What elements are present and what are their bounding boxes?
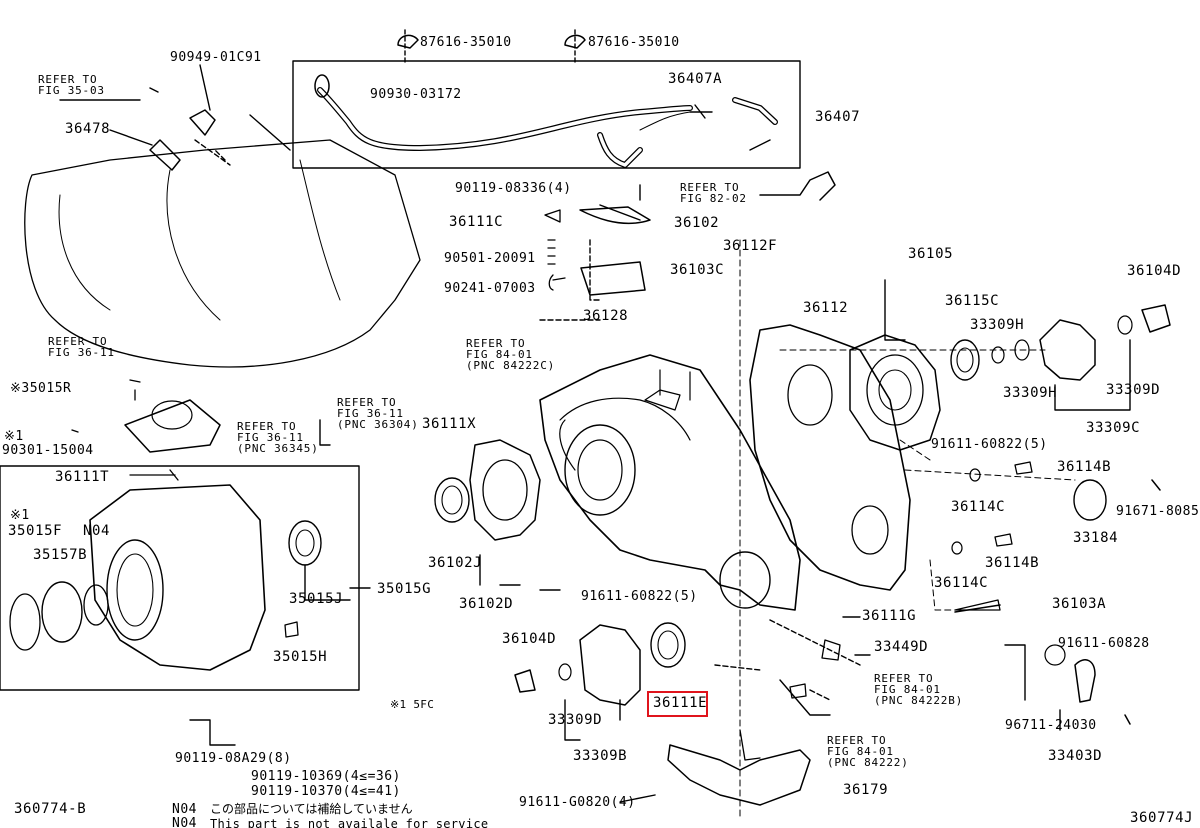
part-label[interactable]: 33449D bbox=[874, 639, 929, 655]
part-label[interactable]: 90119-08A29(8) bbox=[175, 751, 292, 766]
part-label[interactable]: 36111E bbox=[653, 695, 708, 711]
part-label[interactable]: 36112F bbox=[723, 238, 778, 254]
part-label[interactable]: 36103A bbox=[1052, 596, 1107, 612]
note-code: N04 bbox=[172, 816, 197, 828]
front-adapter bbox=[469, 439, 541, 541]
part-label[interactable]: 35157B bbox=[33, 547, 88, 563]
figure-reference[interactable]: REFER TO FIG 36-11 (PNC 36304) bbox=[337, 396, 419, 431]
part-label[interactable]: 91611-60822(5) bbox=[931, 437, 1048, 452]
part-label[interactable]: 36128 bbox=[583, 308, 629, 324]
part-label[interactable]: 90119-10370(4≤=41) bbox=[251, 784, 401, 799]
part-label[interactable]: 36102J bbox=[428, 555, 483, 571]
part-label[interactable]: 87616-35010 bbox=[588, 35, 680, 50]
part-label[interactable]: 91611-60822(5) bbox=[581, 589, 698, 604]
part-label[interactable]: 36114C bbox=[951, 499, 1006, 515]
figure-number: 360774-B bbox=[14, 801, 87, 817]
part-label[interactable]: 90949-01C91 bbox=[170, 50, 262, 65]
part-label[interactable]: 36104D bbox=[1127, 263, 1182, 279]
part-label[interactable]: ※1 5FC bbox=[390, 698, 435, 711]
part-label[interactable]: 35015J bbox=[289, 591, 344, 607]
part-label[interactable]: 90119-08336(4) bbox=[455, 181, 572, 196]
part-label[interactable]: 35015G bbox=[377, 581, 432, 597]
part-label[interactable]: 36407 bbox=[815, 109, 861, 125]
companion-flange-front bbox=[579, 624, 641, 706]
part-label[interactable]: 36407A bbox=[668, 71, 723, 87]
figure-reference[interactable]: REFER TO FIG 84-01 (PNC 84222C) bbox=[466, 337, 556, 372]
part-label[interactable]: 35015F bbox=[8, 523, 63, 539]
part-label[interactable]: 90301-15004 bbox=[2, 443, 94, 458]
companion-flange-rear bbox=[1039, 319, 1096, 381]
part-label[interactable]: 36478 bbox=[65, 121, 111, 137]
cover-plate-36105 bbox=[849, 334, 941, 451]
extension-housing-box bbox=[0, 465, 360, 691]
part-label[interactable]: 36102D bbox=[459, 596, 514, 612]
part-label[interactable]: 36115C bbox=[945, 293, 1000, 309]
part-label[interactable]: ※1 bbox=[4, 429, 24, 444]
part-label[interactable]: 36111C bbox=[449, 214, 504, 230]
part-label[interactable]: 36105 bbox=[908, 246, 954, 262]
retainer-36304 bbox=[124, 399, 221, 453]
part-label[interactable]: 36111T bbox=[55, 469, 110, 485]
figure-reference[interactable]: REFER TO FIG 84-01 (PNC 84222B) bbox=[874, 672, 964, 707]
figure-reference[interactable]: REFER TO FIG 35-03 bbox=[38, 73, 105, 97]
part-label[interactable]: 33309C bbox=[1086, 420, 1141, 436]
part-label[interactable]: 90119-10369(4≤=36) bbox=[251, 769, 401, 784]
note-text: この部品については補給していません bbox=[210, 802, 413, 816]
part-label[interactable]: 33403D bbox=[1048, 748, 1103, 764]
part-label[interactable]: 91611-G0820(4) bbox=[519, 795, 636, 810]
part-label[interactable]: 91671-80850 bbox=[1116, 504, 1200, 519]
part-label[interactable]: 36114B bbox=[985, 555, 1040, 571]
part-label[interactable]: 33309H bbox=[1003, 385, 1058, 401]
part-label[interactable]: 87616-35010 bbox=[420, 35, 512, 50]
part-label[interactable]: 33184 bbox=[1073, 530, 1119, 546]
part-label[interactable]: 33309H bbox=[970, 317, 1025, 333]
part-label[interactable]: ※35015R bbox=[10, 381, 72, 396]
rear-cover bbox=[749, 324, 911, 591]
part-label[interactable]: 91611-60828 bbox=[1058, 636, 1150, 651]
part-label[interactable]: 90501-20091 bbox=[444, 251, 536, 266]
hose-kit-box bbox=[292, 60, 801, 169]
transmission-outline bbox=[24, 139, 421, 368]
part-label[interactable]: 90930-03172 bbox=[370, 87, 462, 102]
part-label[interactable]: 33309B bbox=[573, 748, 628, 764]
figure-reference[interactable]: REFER TO FIG 36-11 (PNC 36345) bbox=[237, 420, 319, 455]
part-label[interactable]: 35015H bbox=[273, 649, 328, 665]
part-label[interactable]: 36112 bbox=[803, 300, 849, 316]
part-label[interactable]: 36104D bbox=[502, 631, 557, 647]
extension-housing bbox=[89, 484, 266, 671]
part-label[interactable]: 36114C bbox=[934, 575, 989, 591]
figure-number: 360774J bbox=[1130, 810, 1194, 826]
highlight-box bbox=[647, 691, 708, 717]
bracket-36478 bbox=[149, 139, 181, 171]
part-label[interactable]: ※1 bbox=[10, 508, 30, 523]
part-label[interactable]: 36103C bbox=[670, 262, 725, 278]
part-label[interactable]: N04 bbox=[83, 523, 111, 539]
part-label[interactable]: 33309D bbox=[1106, 382, 1161, 398]
note-code: N04 bbox=[172, 802, 197, 817]
figure-reference[interactable]: REFER TO FIG 84-01 (PNC 84222) bbox=[827, 734, 909, 769]
part-label[interactable]: 36102 bbox=[674, 215, 720, 231]
part-label[interactable]: 36111X bbox=[422, 416, 477, 432]
part-label[interactable]: 36114B bbox=[1057, 459, 1112, 475]
part-label[interactable]: 90241-07003 bbox=[444, 281, 536, 296]
skid-plate bbox=[667, 744, 811, 806]
figure-reference[interactable]: REFER TO FIG 36-11 bbox=[48, 335, 115, 359]
note-text: This part is not availale for service bbox=[210, 817, 489, 828]
part-label[interactable]: 33309D bbox=[548, 712, 603, 728]
part-label[interactable]: 36111G bbox=[862, 608, 917, 624]
transfer-case-housing bbox=[539, 354, 801, 611]
part-label[interactable]: 96711-24030 bbox=[1005, 718, 1097, 733]
part-label[interactable]: 36179 bbox=[843, 782, 889, 798]
figure-reference[interactable]: REFER TO FIG 82-02 bbox=[680, 181, 747, 205]
